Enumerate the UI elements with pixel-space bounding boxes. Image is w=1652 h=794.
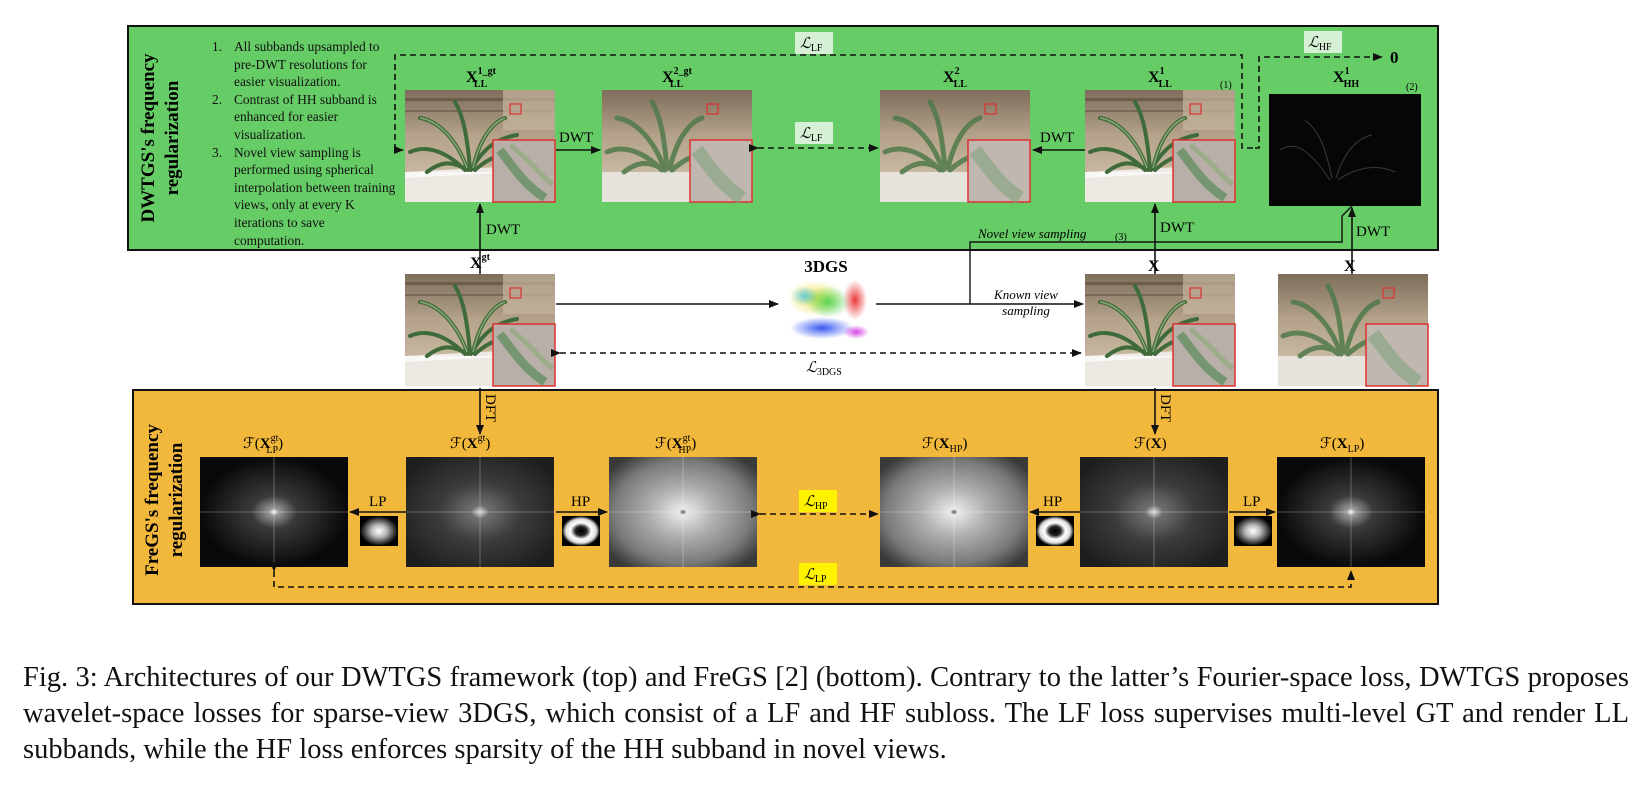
lp-filter-icon-left xyxy=(360,516,398,546)
x-ll2-image xyxy=(880,90,1030,202)
note-item: 1.All subbands upsampled to pre-DWT reso… xyxy=(206,38,396,91)
x-ll1-image xyxy=(1085,90,1235,202)
dft-label-right: DFT xyxy=(1157,394,1173,422)
zero-target: 0 xyxy=(1390,48,1399,67)
x-gt-image xyxy=(405,274,555,386)
x-novel-image xyxy=(1278,274,1428,386)
dwtgs-notes: 1.All subbands upsampled to pre-DWT reso… xyxy=(206,38,396,249)
lp-filter-icon-right xyxy=(1234,516,1272,546)
x-hh1-image xyxy=(1269,94,1421,206)
fregs-panel-title-line1: FreGS's frequency xyxy=(142,424,163,576)
x-render-label: X xyxy=(1148,258,1160,275)
hp-filter-icon-left xyxy=(562,516,600,546)
spectrum-label-x: ℱ(X) xyxy=(1134,436,1167,452)
x-ll1-gt-image xyxy=(405,90,555,202)
known-view-label-1: Known view xyxy=(993,287,1058,302)
model-3dgs-label: 3DGS xyxy=(804,257,847,276)
x-novel-label: X xyxy=(1344,258,1356,275)
x-render-image xyxy=(1085,274,1235,386)
x-gt-label: Xgt xyxy=(470,252,491,272)
dwtgs-panel-title-line1: DWTGS's frequency xyxy=(138,53,159,223)
hp-filter-label-left: HP xyxy=(571,494,590,510)
dwt-label-c: DWT xyxy=(486,222,520,238)
dwt-label-b: DWT xyxy=(1040,130,1074,146)
dwt-label-a: DWT xyxy=(559,130,593,146)
gaussian-splats-icon xyxy=(787,280,869,339)
dft-label-left: DFT xyxy=(482,394,498,422)
fregs-panel-title-line2: regularization xyxy=(166,442,187,557)
hp-filter-icon-right xyxy=(1036,516,1074,546)
dwt-label-d: DWT xyxy=(1160,220,1194,236)
marker-1: (1) xyxy=(1220,80,1232,91)
lp-filter-label-left: LP xyxy=(369,494,387,510)
novel-view-label: Novel view sampling xyxy=(977,226,1087,241)
marker-3: (3) xyxy=(1115,232,1127,243)
figure-caption: Fig. 3: Architectures of our DWTGS frame… xyxy=(23,660,1629,768)
known-view-label-2: sampling xyxy=(1002,303,1050,318)
dwt-label-e: DWT xyxy=(1356,224,1390,240)
marker-2: (2) xyxy=(1406,82,1418,93)
loss-3dgs-label: ℒ3DGS xyxy=(806,360,842,378)
x-ll2-gt-image xyxy=(602,90,752,202)
note-item: 3.Novel view sampling is performed using… xyxy=(206,144,396,250)
hp-filter-label-right: HP xyxy=(1043,494,1062,510)
note-item: 2.Contrast of HH subband is enhanced for… xyxy=(206,91,396,144)
dwtgs-panel-title-line2: regularization xyxy=(162,80,183,195)
lp-filter-label-right: LP xyxy=(1243,494,1261,510)
